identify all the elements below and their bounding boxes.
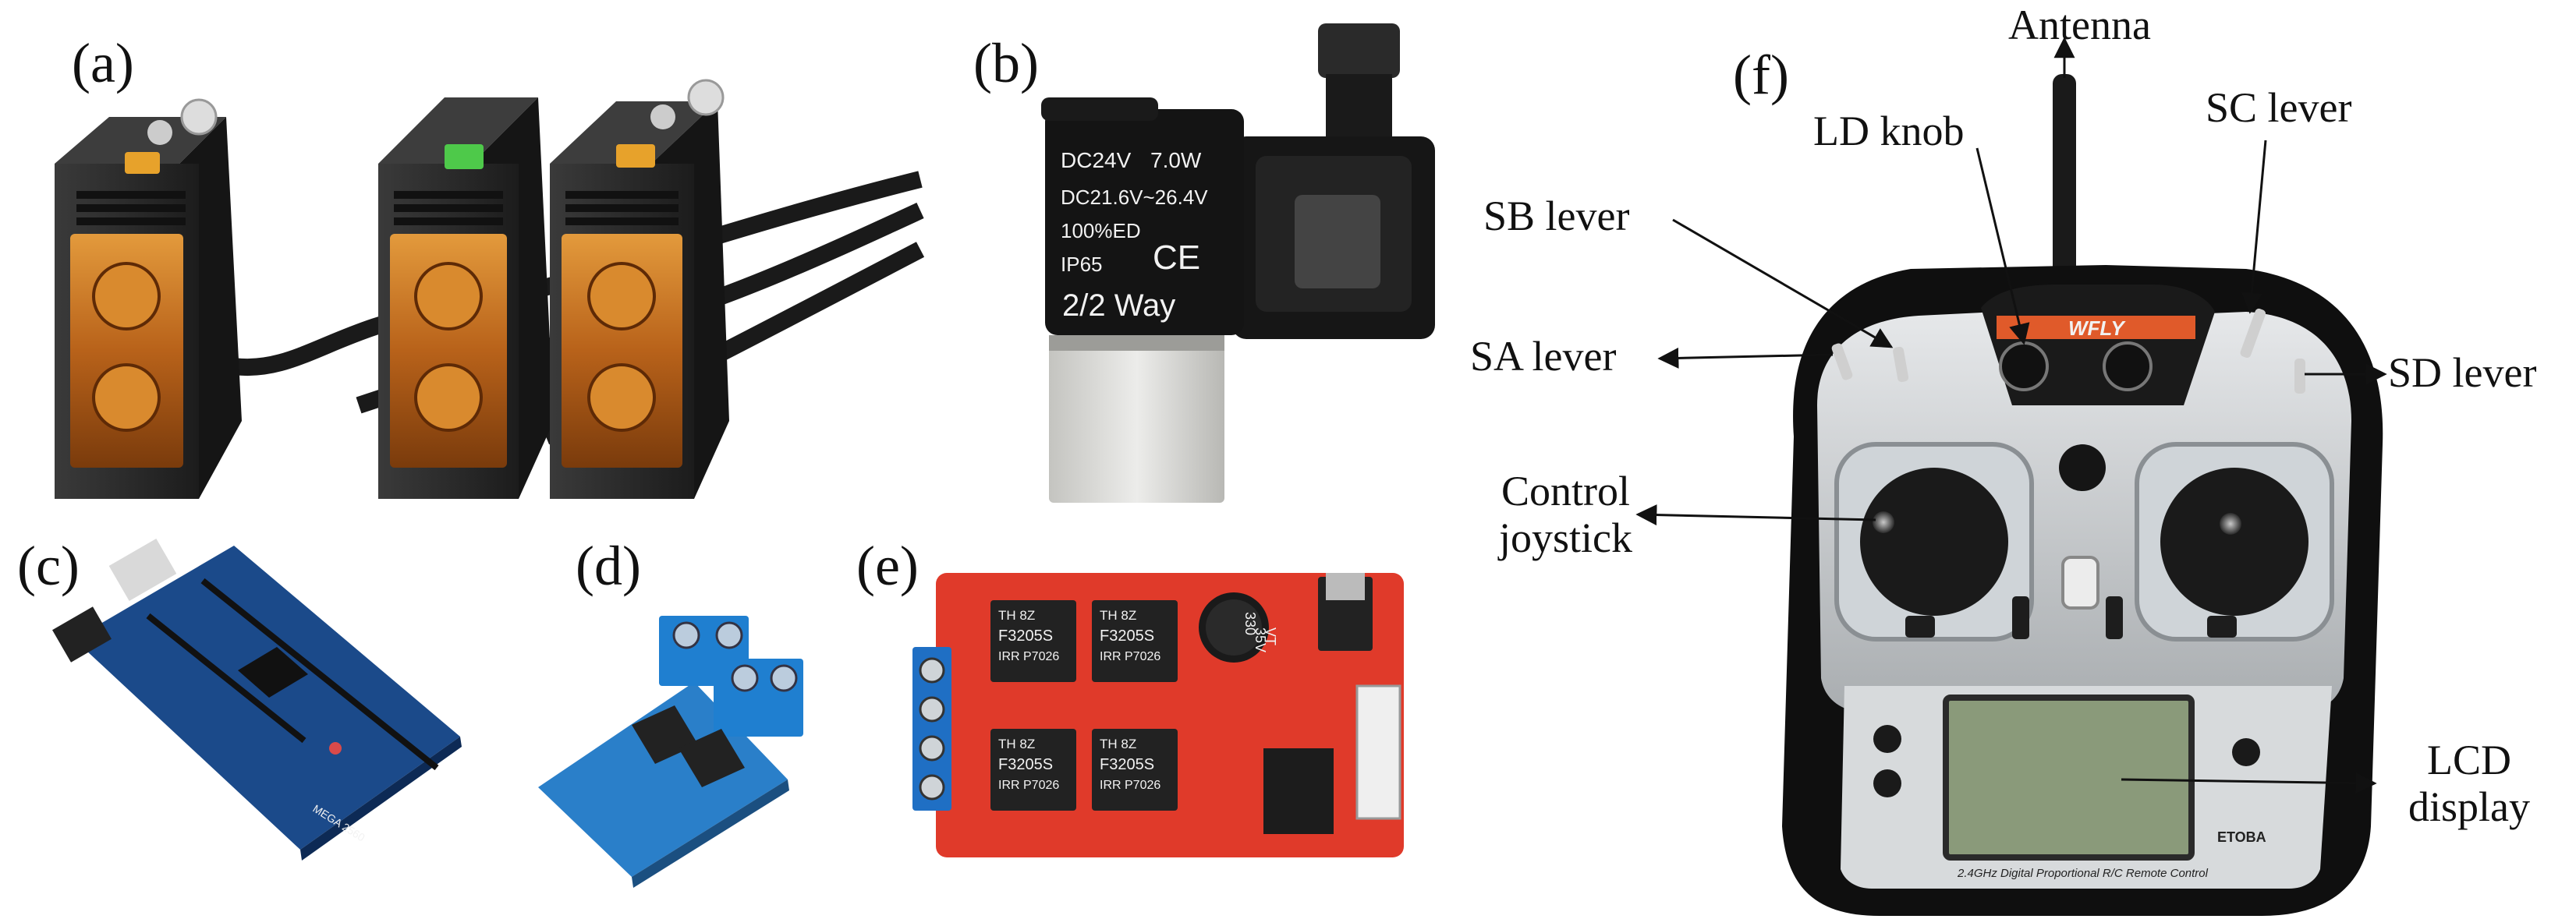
- panel-label-c: (c): [17, 535, 80, 597]
- panel-label-d: (d): [576, 535, 641, 597]
- panel-label-e: (e): [856, 535, 919, 597]
- valve-print-type: 2/2 Way: [1062, 288, 1175, 323]
- capacitor-print-3: VT: [1263, 627, 1278, 645]
- capacitor-print-1: 330: [1242, 612, 1258, 635]
- driver-chip2-label: F3205S: [1100, 627, 1154, 645]
- solenoid-valve-image: DC24V 7.0W DC21.6V~26.4V 100%ED IP65 CE …: [1041, 23, 1435, 503]
- label-control-joystick-line1: Control: [1501, 468, 1630, 514]
- label-antenna: Antenna: [2008, 2, 2151, 48]
- valve-print-power: 7.0W: [1150, 148, 1202, 172]
- driver-chip4-label: F3205S: [1100, 756, 1154, 773]
- arrow-sa-lever: [1657, 347, 1834, 369]
- panel-label-a: (a): [72, 32, 134, 94]
- driver-chip2-tag: TH 8Z: [1100, 608, 1136, 623]
- arduino-mega-image: MEGA 2560: [52, 538, 462, 861]
- label-control-joystick: Control joystick: [1499, 468, 1632, 562]
- driver-chip3-label: F3205S: [998, 756, 1053, 773]
- driver-chip3-tag: TH 8Z: [998, 737, 1035, 751]
- driver-chip4-tag: TH 8Z: [1100, 737, 1136, 751]
- valve-print-voltage: DC24V: [1061, 148, 1132, 172]
- panel-label-b: (b): [973, 32, 1039, 94]
- photoelectric-sensors-image: [55, 79, 925, 499]
- driver-chip1-tag: TH 8Z: [998, 608, 1035, 623]
- label-lcd-display-line1: LCD: [2427, 737, 2511, 783]
- rc-transmitter-image: WFLY ETOBA 2.4GHz Digital Proportional R…: [1782, 74, 2383, 916]
- arrow-sb-lever: [1672, 218, 1894, 348]
- mosfet-module-image: [538, 616, 803, 888]
- label-lcd-display: LCD display: [2408, 737, 2530, 831]
- valve-print-ce: CE: [1153, 239, 1200, 277]
- lcd-brand: ETOBA: [2217, 829, 2266, 845]
- label-ld-knob: LD knob: [1813, 108, 1965, 154]
- arrow-lcd-display: [2121, 772, 2377, 794]
- callout-arrows: [1635, 37, 2387, 794]
- arrow-ld-knob: [1975, 147, 2030, 345]
- transmitter-brand: WFLY: [2068, 316, 2126, 340]
- transmitter-footer: 2.4GHz Digital Proportional R/C Remote C…: [1957, 867, 2209, 880]
- label-sc-lever: SC lever: [2206, 84, 2352, 131]
- driver-chip1-label: F3205S: [998, 627, 1053, 645]
- driver-chip1-sub: IRR P7026: [998, 650, 1059, 663]
- label-sa-lever: SA lever: [1470, 333, 1617, 380]
- driver-chip4-sub: IRR P7026: [1100, 779, 1160, 792]
- label-sb-lever: SB lever: [1483, 193, 1630, 239]
- driver-chip2-sub: IRR P7026: [1100, 650, 1160, 663]
- label-control-joystick-line2: joystick: [1499, 514, 1632, 562]
- arrow-sc-lever: [2241, 140, 2267, 314]
- valve-print-ip: IP65: [1061, 253, 1103, 276]
- driver-chip3-sub: IRR P7026: [998, 779, 1059, 792]
- arrow-control-joystick: [1635, 504, 1876, 526]
- valve-print-range: DC21.6V~26.4V: [1061, 186, 1208, 209]
- capacitor-print-2: 35V: [1253, 627, 1268, 652]
- label-lcd-display-line2: display: [2408, 783, 2530, 831]
- valve-print-duty: 100%ED: [1061, 219, 1141, 242]
- motor-driver-image: TH 8Z F3205S IRR P7026 TH 8Z F3205S IRR …: [912, 573, 1404, 857]
- panel-label-f: (f): [1733, 44, 1789, 106]
- label-sd-lever: SD lever: [2388, 349, 2537, 396]
